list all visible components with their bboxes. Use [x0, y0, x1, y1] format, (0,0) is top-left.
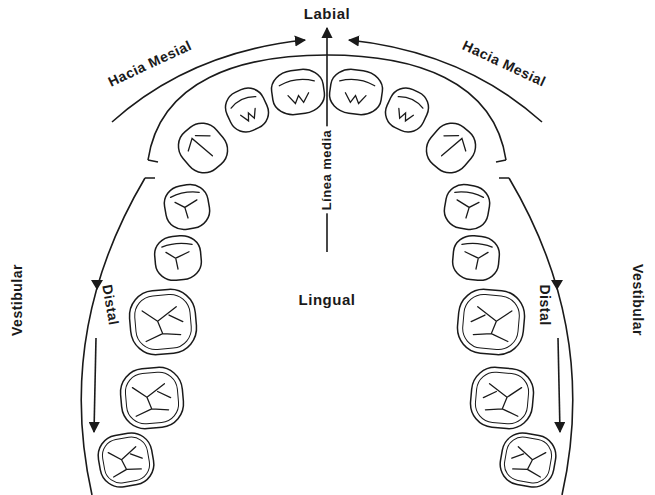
tooth-outline	[451, 234, 501, 282]
tooth-fissure	[451, 190, 484, 220]
tooth-outline	[419, 115, 484, 180]
tooth	[380, 83, 434, 138]
midline-label: Línea media	[320, 127, 334, 214]
tooth-outline	[497, 430, 559, 491]
tooth-outline	[380, 83, 434, 138]
tooth-outline	[327, 67, 385, 118]
tooth	[162, 182, 213, 233]
tooth	[95, 430, 157, 491]
tooth-fissure	[470, 306, 512, 341]
direction-label: Distal	[99, 283, 121, 326]
arc-marker	[551, 280, 563, 290]
tooth	[119, 365, 186, 430]
tooth-fissure	[170, 190, 203, 220]
tooth	[153, 234, 203, 282]
tooth-outline	[455, 287, 526, 357]
teeth	[95, 67, 559, 491]
tooth-fissure	[184, 128, 221, 165]
distal-arrow	[94, 338, 96, 432]
tooth	[469, 365, 536, 430]
tooth-outline	[119, 365, 186, 430]
tooth	[455, 287, 526, 357]
tooth	[497, 430, 559, 491]
tooth-outline	[469, 365, 536, 430]
tooth-outline	[442, 182, 493, 233]
tooth-outline	[95, 430, 157, 491]
tooth-cusp-outline	[461, 293, 521, 351]
tooth-fissure	[337, 77, 375, 105]
tooth	[442, 182, 493, 233]
guide-lines	[81, 28, 573, 495]
surface-label: Vestibular	[10, 264, 25, 336]
tooth	[127, 287, 198, 357]
tooth-outline	[162, 182, 213, 233]
tooth	[269, 67, 327, 118]
surface-label: Vestibular	[629, 264, 644, 336]
tooth-cusp-outline	[133, 293, 193, 351]
tooth-outline	[153, 234, 203, 282]
tooth-fissure	[482, 383, 522, 416]
tooth-fissure	[433, 128, 470, 165]
distal-arrow	[558, 338, 560, 432]
tooth-fissure	[142, 306, 184, 341]
tooth-fissure	[230, 94, 264, 126]
direction-label: Distal	[536, 284, 551, 325]
surface-label: Lingual	[299, 292, 356, 309]
tooth-fissure	[162, 242, 194, 270]
direction-label: Hacia Mesial	[460, 38, 548, 90]
tooth	[327, 67, 385, 118]
tooth	[171, 115, 236, 180]
tooth	[451, 234, 501, 282]
tooth-outline	[269, 67, 327, 118]
tooth-fissure	[132, 383, 172, 416]
tooth-fissure	[390, 94, 424, 126]
tooth-cusp-outline	[124, 371, 180, 426]
tooth-cusp-outline	[474, 371, 530, 426]
tooth-fissure	[510, 446, 546, 477]
direction-label: Labial	[304, 6, 350, 23]
tooth-outline	[220, 83, 274, 138]
tooth-cusp-outline	[100, 435, 152, 486]
tooth-fissure	[279, 77, 317, 105]
tooth	[419, 115, 484, 180]
tooth-fissure	[460, 242, 492, 270]
tooth-outline	[127, 287, 198, 357]
tooth-cusp-outline	[502, 435, 554, 486]
tooth-fissure	[108, 446, 144, 477]
tooth-outline	[171, 115, 236, 180]
direction-label: Hacia Mesial	[106, 38, 194, 90]
tooth	[220, 83, 274, 138]
